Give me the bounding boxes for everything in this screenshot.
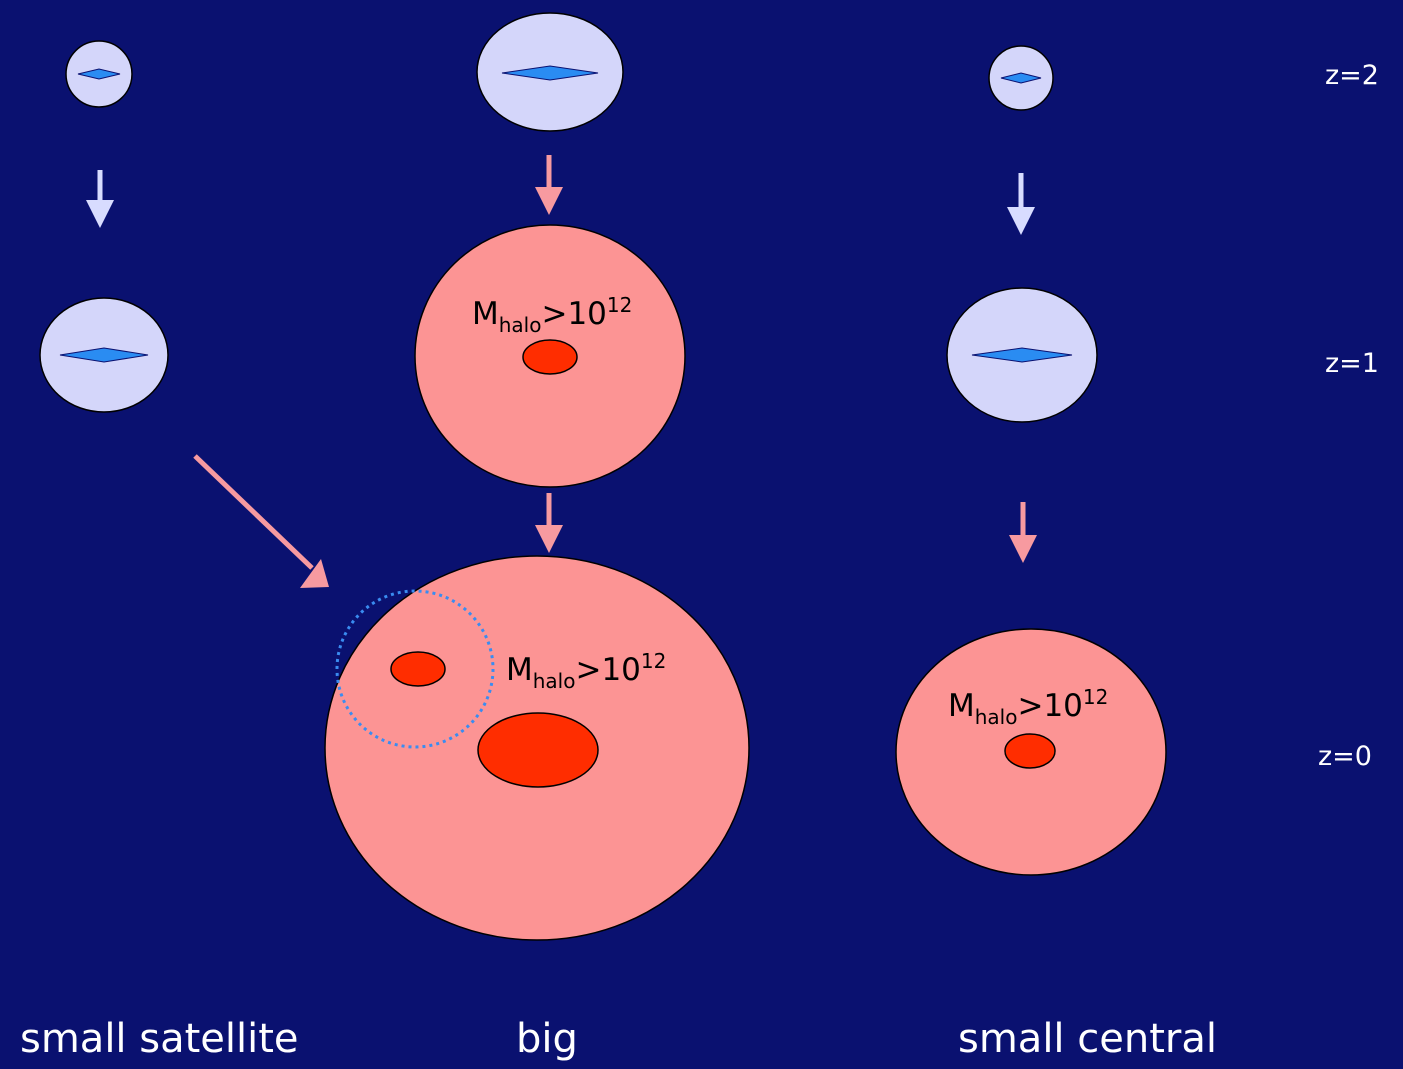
disk-galaxy-icon: [501, 65, 599, 81]
arrow-down-icon: [86, 170, 114, 228]
satellite-halo-z1: [39, 297, 169, 413]
big-halo-z2: [476, 12, 624, 132]
central-quenched-galaxy-icon: [477, 712, 599, 788]
halo-mass-label: Mhalo>1012: [506, 649, 666, 693]
column-label-central: small central: [958, 1016, 1217, 1062]
quenched-galaxy-icon: [1004, 733, 1056, 769]
central-halo-z1: [946, 287, 1098, 423]
arrow-down-icon: [1009, 502, 1037, 563]
satellite-halo-z2: [65, 40, 133, 108]
disk-galaxy-icon: [77, 68, 121, 80]
infall-arrow-icon: [193, 454, 329, 588]
redshift-label-z1: z=1: [1325, 348, 1379, 379]
halo-mass-label: Mhalo>1012: [948, 685, 1108, 729]
arrow-down-icon: [535, 493, 563, 553]
big-halo-z1: Mhalo>1012: [414, 224, 686, 488]
redshift-label-z0: z=0: [1318, 741, 1372, 772]
disk-galaxy-icon: [59, 347, 149, 363]
arrow-down-icon: [1007, 173, 1035, 235]
big-halo-z0: Mhalo>1012: [324, 555, 750, 941]
central-halo-z0: Mhalo>1012: [895, 628, 1167, 876]
quenched-galaxy-icon: [522, 339, 578, 375]
disk-galaxy-icon: [971, 347, 1073, 363]
halo-mass-label: Mhalo>1012: [472, 293, 632, 337]
satellite-subhalo-ring: [335, 589, 495, 749]
central-halo-z2: [988, 45, 1054, 111]
arrow-down-icon: [535, 155, 563, 215]
disk-galaxy-icon: [1000, 72, 1042, 84]
column-label-big: big: [516, 1016, 578, 1062]
column-label-satellite: small satellite: [20, 1016, 299, 1062]
satellite-quenched-galaxy-icon: [390, 651, 446, 687]
redshift-label-z2: z=2: [1325, 60, 1379, 91]
